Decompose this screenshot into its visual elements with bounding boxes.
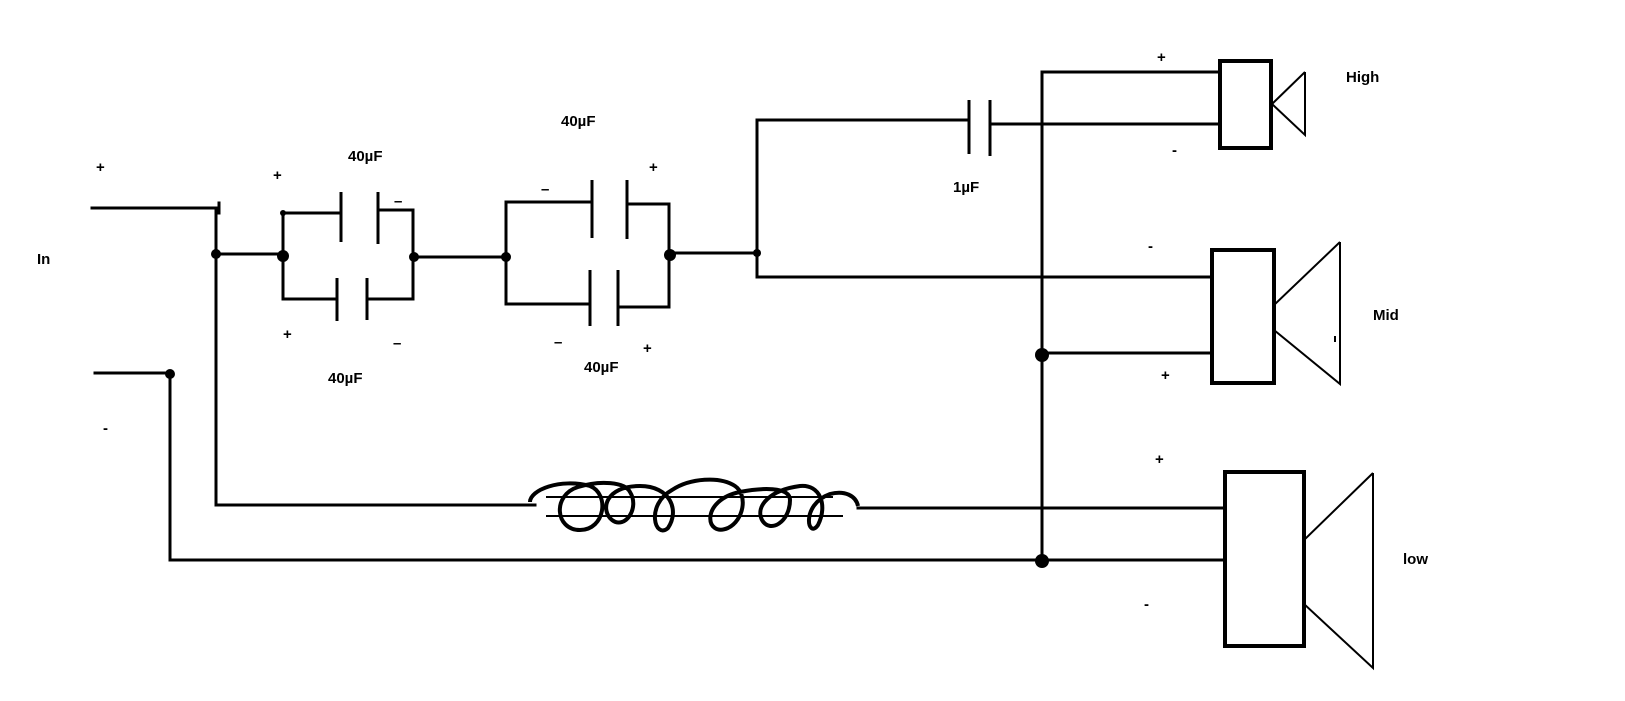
cap-c1-minus: – — [394, 193, 402, 210]
junction-nodes — [165, 210, 1049, 568]
speaker-mid-plus: + — [1161, 367, 1170, 384]
speaker-mid-minus: - — [1148, 238, 1153, 255]
speaker-high-plus: + — [1157, 49, 1166, 66]
cap-c1-plus: + — [273, 167, 282, 184]
capacitor-bank-1: 40µF + – 40µF + – — [273, 148, 415, 387]
cap-c4-value: 40µF — [584, 359, 619, 376]
cap-c4-minus: – — [554, 334, 562, 351]
cap-c2-value: 40µF — [328, 370, 363, 387]
speaker-high-minus: - — [1172, 142, 1177, 159]
speaker-low-plus: + — [1155, 451, 1164, 468]
speaker-mid: Mid - + — [1148, 238, 1399, 387]
cap-c5-value: 1µF — [953, 179, 979, 196]
speaker-low-minus: - — [1144, 596, 1149, 613]
speaker-low: low + - — [1144, 451, 1428, 671]
cap-c3-minus: – — [541, 181, 549, 198]
speaker-high: High + - — [1157, 49, 1379, 159]
inductor-coil — [528, 477, 860, 533]
speaker-low-label: low — [1403, 551, 1428, 568]
cap-c4-plus: + — [643, 340, 652, 357]
cap-c2-plus: + — [283, 326, 292, 343]
input-label: In — [37, 251, 50, 268]
speaker-high-label: High — [1346, 69, 1379, 86]
wiring — [168, 70, 1227, 564]
cap-c3-value: 40µF — [561, 113, 596, 130]
capacitor-bank-2: 40µF – + 40µF – + — [504, 113, 671, 376]
cap-c2-minus: – — [393, 335, 401, 352]
input-minus-sign: - — [103, 420, 108, 437]
input-plus-sign: + — [96, 159, 105, 176]
speaker-mid-label: Mid — [1373, 307, 1399, 324]
input-terminals: In + - — [37, 159, 221, 437]
cap-c3-plus: + — [649, 159, 658, 176]
cap-c1-value: 40µF — [348, 148, 383, 165]
capacitor-1uf: 1µF — [953, 100, 992, 196]
